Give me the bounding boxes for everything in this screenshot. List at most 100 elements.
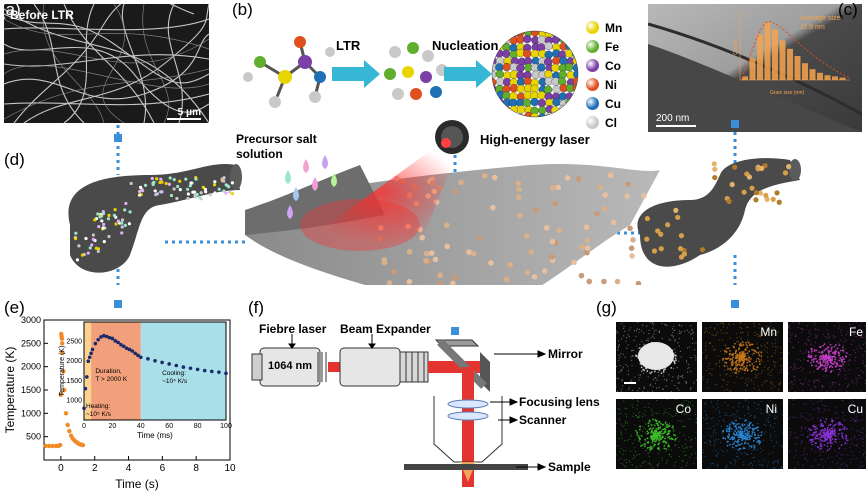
legend-label: Cl	[605, 115, 617, 130]
data-point	[80, 442, 86, 448]
focusing-lens-label: Focusing lens	[519, 395, 600, 409]
eds-element-label: Fe	[848, 325, 863, 339]
hist-bar	[757, 34, 763, 80]
inset-data-point	[113, 339, 118, 343]
nucleation-label: Nucleation	[432, 38, 499, 53]
data-point	[43, 443, 48, 449]
inset-data-point	[116, 340, 120, 345]
hist-title: Average size 11.8 nm	[800, 15, 841, 31]
panel-a-sem: Before LTR 5 μm	[4, 4, 209, 123]
optical-setup	[251, 334, 547, 487]
data-point	[65, 422, 70, 428]
inset-data-point	[174, 363, 179, 368]
legend-label: Co	[605, 58, 621, 73]
inset-data-point	[87, 355, 92, 360]
inset-data-point	[136, 353, 140, 358]
connector-square-c	[731, 120, 739, 128]
inset-data-point	[130, 349, 135, 353]
inset-data-point	[85, 375, 89, 379]
heating-region	[84, 322, 92, 420]
inset-y-tick: 1000	[66, 397, 82, 404]
data-point	[63, 411, 69, 416]
scanner-label: Scanner	[519, 413, 567, 427]
legend-label: Ni	[605, 77, 617, 92]
inset-data-point	[160, 360, 164, 365]
connector-square-g	[731, 300, 739, 308]
x-axis-label: Time (s)	[115, 477, 159, 491]
panel-a-title: Before LTR	[10, 8, 74, 22]
legend-item-cl: Cl	[586, 113, 636, 132]
inset-x-label: Time (ms)	[137, 431, 173, 440]
beam-expander-box	[339, 347, 429, 387]
fibre-laser-box	[251, 347, 327, 387]
legend-label: Fe	[605, 39, 620, 54]
inset-data-point	[83, 386, 88, 391]
hist-bar	[772, 29, 778, 81]
panel-a-scale: 5 μm	[177, 107, 201, 118]
inset-y-tick: 2500	[66, 339, 82, 346]
inset-data-point	[110, 336, 115, 341]
connector-square-e	[114, 300, 122, 308]
inset-data-point	[119, 342, 123, 347]
data-point	[67, 428, 72, 434]
legend-item-ni: Ni	[586, 75, 636, 94]
inset-data-point	[133, 351, 137, 356]
inset-data-point	[167, 362, 171, 366]
legend-item-co: Co	[586, 56, 636, 75]
panel-g-label: (g)	[596, 298, 617, 317]
inset-data-point	[124, 346, 129, 351]
hist-bar	[794, 56, 801, 80]
inset-x-tick: 80	[194, 423, 202, 430]
inset-data-point	[224, 371, 228, 376]
inset-data-point	[127, 347, 132, 352]
mirror-label: Mirror	[548, 347, 583, 361]
panel-c-scale: 200 nm	[656, 113, 690, 124]
panel-c-tem: 200 nm Counts Grain size (nm) Average si…	[648, 4, 862, 132]
y-tick-label: 2000	[21, 362, 41, 372]
eds-map-fe: Fe	[788, 322, 866, 392]
y-tick-label: 1500	[21, 385, 41, 395]
legend-item-fe: Fe	[586, 37, 636, 56]
droplets	[285, 155, 337, 219]
inset-data-point	[82, 406, 86, 411]
sample-label: Sample	[548, 460, 591, 474]
data-point	[60, 350, 65, 355]
x-tick-label: 4	[126, 463, 132, 474]
inset-data-point	[89, 351, 93, 356]
inset-data-point	[107, 335, 112, 340]
eds-element-label: Mn	[760, 325, 777, 339]
cooling-annotation: ~10⁴ K/s	[162, 378, 188, 385]
inset-x-tick: 20	[109, 423, 117, 430]
data-point	[61, 369, 66, 374]
eds-element-label: Co	[675, 402, 691, 416]
inset-data-point	[153, 359, 157, 363]
sample-plate	[404, 464, 528, 470]
inset-data-point	[202, 368, 207, 373]
legend-swatch	[586, 40, 599, 53]
hist-bar	[749, 58, 756, 80]
hist-bar	[787, 48, 793, 80]
eds-map-co: Co	[616, 399, 697, 469]
legend-item-cu: Cu	[586, 94, 636, 113]
inset-data-point	[93, 341, 98, 346]
haadf-image	[616, 322, 697, 392]
heating-annotation: ~10⁵ K/s	[86, 411, 112, 418]
legend-swatch	[586, 78, 599, 91]
inset-y-label: Temperature (K)	[59, 346, 66, 397]
setup-arrows	[288, 334, 547, 471]
laser-beam	[300, 140, 462, 245]
legend-item-mn: Mn	[586, 18, 636, 37]
eds-map-mn: Mn	[702, 322, 783, 392]
hist-bar	[832, 76, 838, 80]
eds-map-ni: Ni	[702, 399, 783, 469]
eds-element-label: Cu	[847, 402, 863, 416]
data-point	[46, 443, 52, 449]
inset-data-point	[96, 337, 100, 342]
y-tick-label: 3000	[21, 315, 41, 325]
inset-data-point	[86, 359, 91, 363]
sem-fibers	[4, 4, 209, 123]
mirror	[434, 339, 490, 392]
x-tick-label: 2	[92, 463, 98, 474]
fibre-laser-label: Fiebre laser	[259, 322, 327, 336]
